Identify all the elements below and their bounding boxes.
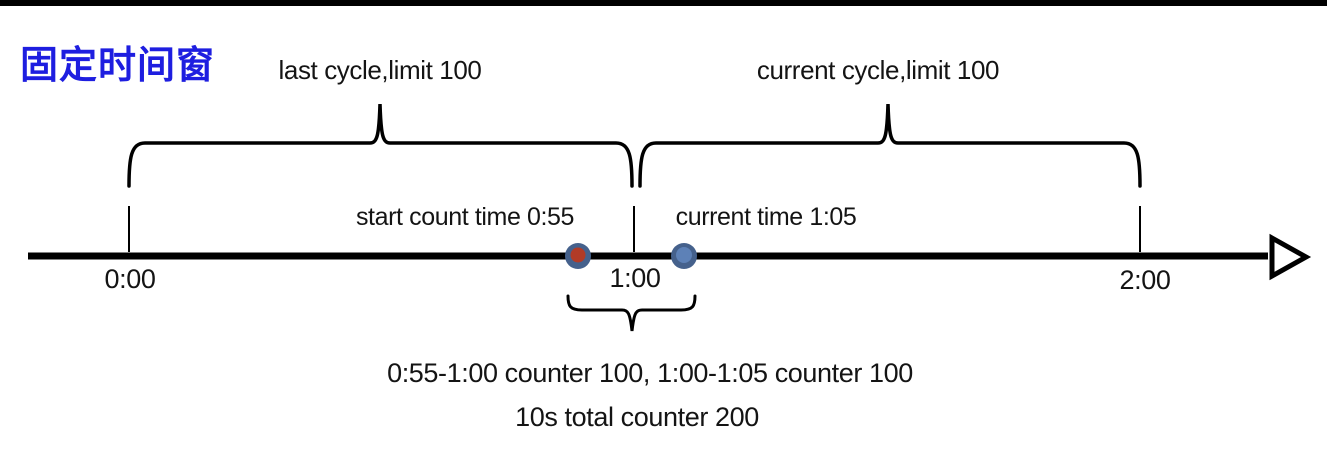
start-count-time-label: start count time 0:55: [355, 203, 575, 231]
current-cycle-label: current cycle,limit 100: [756, 55, 1000, 85]
tick-label-1-00: 1:00: [609, 263, 661, 293]
counter-summary-line: 0:55-1:00 counter 100, 1:00-1:05 counter…: [387, 358, 913, 388]
tick-label-2-00: 2:00: [1119, 265, 1171, 295]
current-cycle-brace: [638, 103, 1142, 188]
last-cycle-label: last cycle,limit 100: [278, 55, 482, 85]
start-count-marker: [565, 243, 591, 269]
last-cycle-brace: [127, 103, 634, 188]
current-time-marker: [671, 243, 697, 269]
current-time-label: current time 1:05: [675, 203, 857, 231]
tick-label-0-00: 0:00: [104, 264, 156, 294]
total-counter-line: 10s total counter 200: [515, 402, 759, 432]
diagram-title: 固定时间窗: [20, 45, 216, 87]
counting-window-brace: [566, 294, 697, 332]
arrowhead-icon: [1269, 233, 1312, 281]
start-count-marker-dot: [570, 247, 586, 263]
current-time-marker-dot: [676, 247, 692, 263]
top-border-line: [0, 0, 1327, 6]
